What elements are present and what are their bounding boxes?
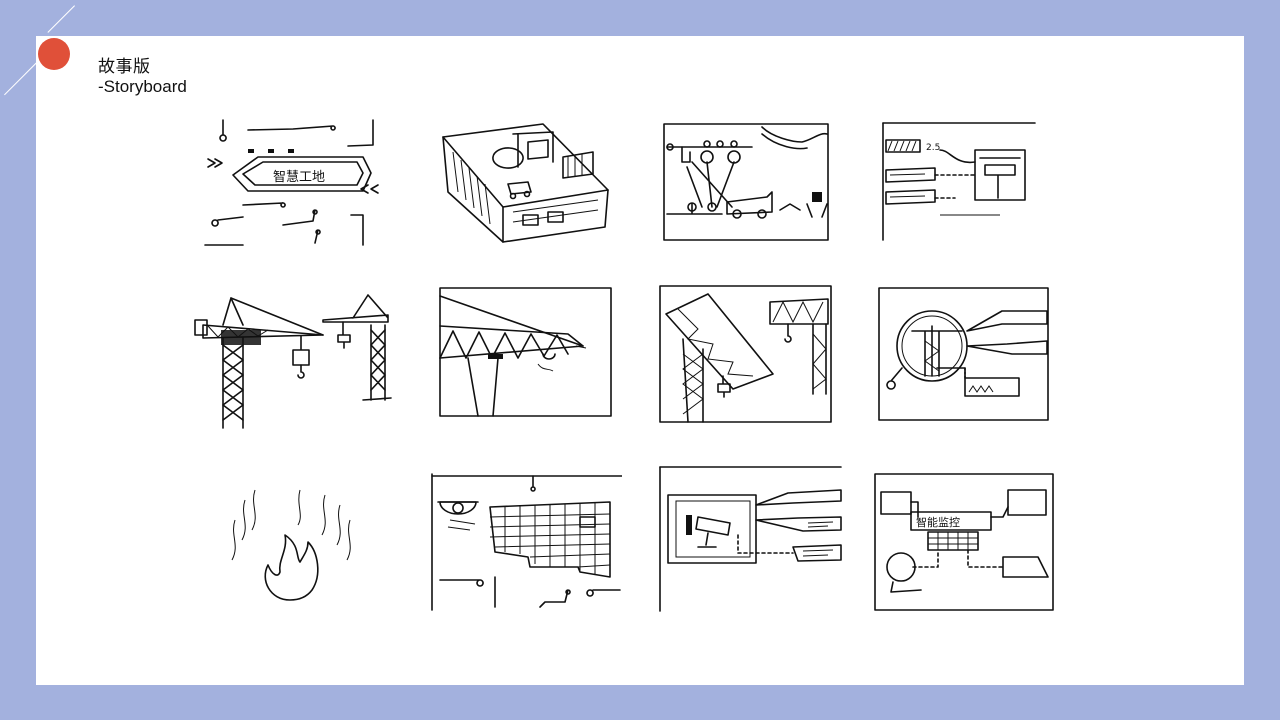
storyboard-panel-crane-jib-closeup [438,286,613,418]
storyboard-panel-intelligent-monitoring: 智能监控 [873,472,1055,612]
storyboard-panel-pulley-and-truck [662,122,830,242]
monitoring-label: 智能监控 [916,515,960,529]
storyboard-panel-crane-tilting [658,284,833,424]
corner-deco-line [47,5,75,33]
accent-dot [38,38,70,70]
storyboard-panel-smart-site-sign: 智慧工地 [203,115,383,250]
storyboard-panel-two-tower-cranes [193,290,393,430]
storyboard-panel-fire [200,480,390,620]
storyboard-panel-construction-site [433,112,613,247]
corner-deco-line [3,61,38,96]
page-title: 故事版 [98,57,151,77]
storyboard-panel-crane-magnifier [877,286,1050,422]
page-subtitle: -Storyboard [98,77,187,96]
sign-text: 智慧工地 [273,169,325,185]
storyboard-panel-monitor-connection: 2.5 [880,120,1038,242]
storyboard-panel-camera-screen [658,465,843,613]
monitor-label: 2.5 [926,143,940,153]
storyboard-panel-camera-site-map [430,472,622,612]
